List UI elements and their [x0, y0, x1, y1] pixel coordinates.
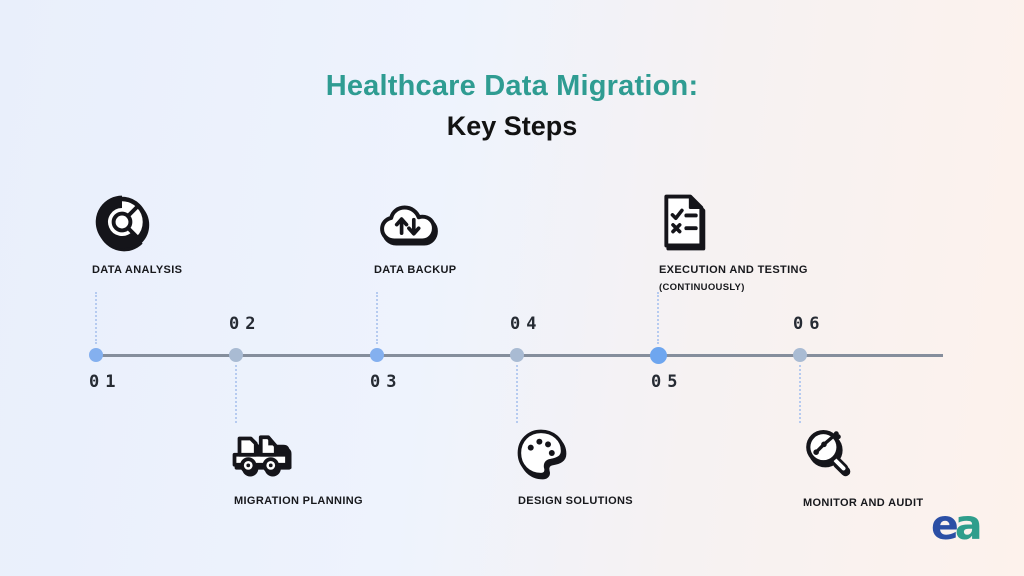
timeline-dot-6 — [793, 348, 807, 362]
timeline-dot-2 — [229, 348, 243, 362]
step-label-monitor-audit: MONITOR AND AUDIT — [803, 497, 924, 509]
logo-letter-a: a — [954, 501, 983, 549]
timeline-dot-5 — [650, 347, 667, 364]
step-number-6: 06 — [793, 314, 826, 334]
timeline-dot-4 — [510, 348, 524, 362]
connector-step2 — [235, 365, 237, 423]
timeline-dot-1 — [89, 348, 103, 362]
page-title: Healthcare Data Migration: — [325, 70, 699, 102]
delivery-truck-icon — [229, 426, 295, 476]
cloud-transfer-icon — [376, 201, 440, 247]
step-label-migration-planning: MIGRATION PLANNING — [234, 495, 363, 507]
step-label-design-solutions: DESIGN SOLUTIONS — [518, 495, 633, 507]
connector-step3 — [376, 292, 378, 344]
connector-step1 — [95, 292, 97, 344]
checklist-doc-icon — [658, 192, 708, 250]
connector-step5 — [657, 292, 659, 344]
step-number-2: 02 — [229, 314, 262, 334]
timeline-dot-3 — [370, 348, 384, 362]
pie-analysis-icon — [94, 194, 150, 250]
page-subtitle: Key Steps — [446, 111, 578, 141]
connector-step4 — [516, 365, 518, 423]
step-number-3: 03 — [370, 372, 403, 392]
step-number-4: 04 — [510, 314, 543, 334]
magnifier-chart-icon — [801, 427, 857, 483]
step-label-execution-testing: EXECUTION AND TESTING — [659, 264, 808, 276]
step-label-data-backup: DATA BACKUP — [374, 264, 457, 276]
company-logo: e a — [931, 503, 1001, 553]
step-label-data-analysis: DATA ANALYSIS — [92, 264, 183, 276]
logo-letter-e: e — [931, 501, 959, 549]
step-sublabel-continuously: (CONTINUOUSLY) — [659, 282, 745, 293]
connector-step6 — [799, 365, 801, 423]
palette-icon — [514, 426, 568, 480]
step-number-5: 05 — [651, 372, 684, 392]
step-number-1: 01 — [89, 372, 122, 392]
